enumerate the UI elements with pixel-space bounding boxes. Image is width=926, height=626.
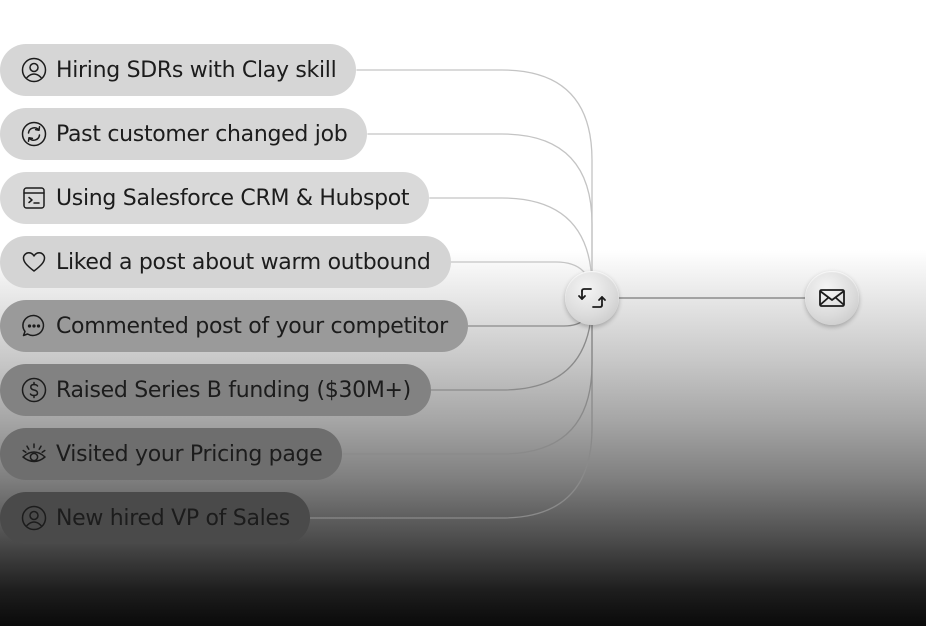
signal-label: New hired VP of Sales [56, 505, 290, 531]
signal-pill: Liked a post about warm outbound [0, 236, 451, 288]
signal-label: Liked a post about warm outbound [56, 249, 431, 275]
signal-pill: Hiring SDRs with Clay skill [0, 44, 357, 96]
signal-pill: Past customer changed job [0, 108, 368, 160]
heart-icon [20, 248, 48, 276]
signal-label: Using Salesforce CRM & Hubspot [56, 185, 410, 211]
connector-line [309, 298, 593, 519]
connector-line [356, 69, 593, 298]
signal-pill: Using Salesforce CRM & Hubspot [0, 172, 430, 224]
signal-pill: Raised Series B funding ($30M+) [0, 364, 431, 416]
signal-label: Hiring SDRs with Clay skill [56, 57, 337, 83]
dollar-icon [20, 376, 48, 404]
email-target-button[interactable] [805, 271, 859, 325]
signal-label: Commented post of your competitor [56, 313, 448, 339]
signal-pill: Visited your Pricing page [0, 428, 343, 480]
signal-label: Past customer changed job [56, 121, 348, 147]
sync-arrows-icon [576, 282, 608, 314]
signal-pill: Commented post of your competitor [0, 300, 468, 352]
connector-line [429, 197, 593, 298]
eye-icon [20, 440, 48, 468]
sync-hub-button[interactable] [565, 271, 619, 325]
chat-icon [20, 312, 48, 340]
signal-label: Visited your Pricing page [56, 441, 323, 467]
user-icon [20, 504, 48, 532]
signal-pill: New hired VP of Sales [0, 492, 310, 544]
terminal-icon [20, 184, 48, 212]
connector-line [367, 133, 593, 298]
signal-label: Raised Series B funding ($30M+) [56, 377, 411, 403]
user-icon [20, 56, 48, 84]
mail-icon [816, 282, 848, 314]
refresh-icon [20, 120, 48, 148]
